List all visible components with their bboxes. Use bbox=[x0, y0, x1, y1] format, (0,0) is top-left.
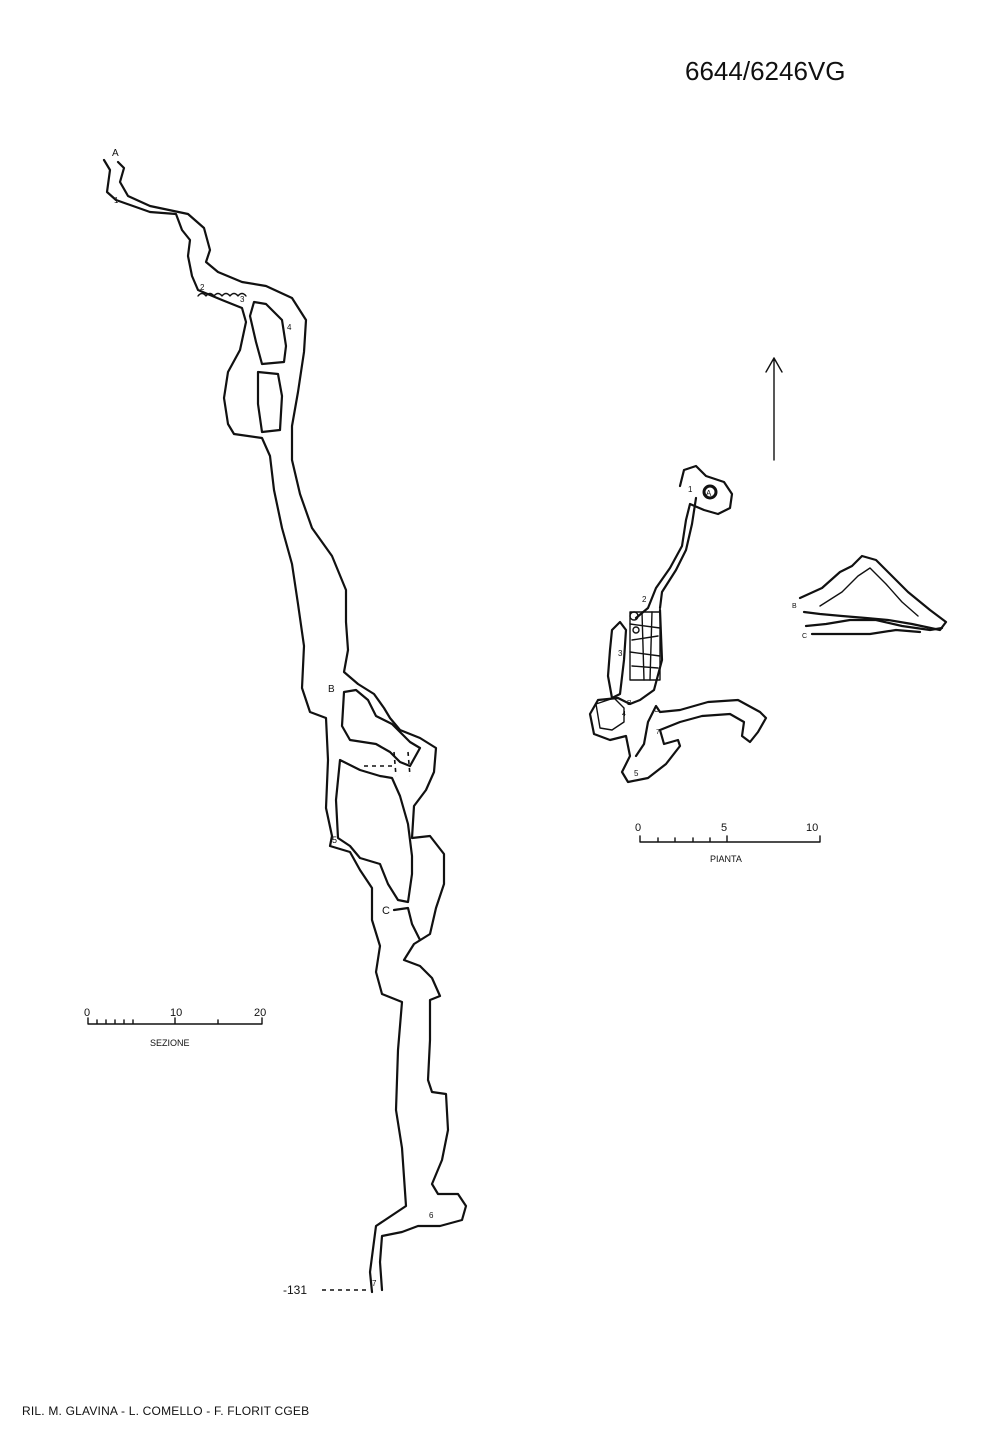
section-station-label: B bbox=[328, 684, 335, 695]
plan-cross-section-b bbox=[798, 554, 948, 632]
section-scale-tick: 20 bbox=[254, 1007, 266, 1019]
section-inner-island-lower bbox=[334, 758, 414, 904]
survey-credits: RIL. M. GLAVINA - L. COMELLO - F. FLORIT… bbox=[22, 1404, 310, 1418]
section-station-label: 2 bbox=[200, 283, 205, 292]
section-station-label: 5 bbox=[332, 835, 337, 845]
survey-code: 6644/6246VG bbox=[685, 56, 846, 86]
section-left-wall bbox=[102, 158, 408, 1294]
plan-scale-title: PIANTA bbox=[710, 854, 742, 864]
section-profile bbox=[102, 158, 468, 1294]
section-pillar-middle bbox=[256, 370, 284, 434]
section-inner-island-upper bbox=[340, 688, 422, 768]
plan-station-label: A bbox=[706, 489, 712, 498]
section-breakdown-floor bbox=[197, 292, 247, 297]
plan-station-label: C bbox=[654, 707, 659, 714]
plan-scale-tick: 0 bbox=[635, 822, 641, 834]
plan-left-passage bbox=[606, 620, 628, 700]
section-scale-tick: 10 bbox=[170, 1007, 182, 1019]
plan-station-label: 7 bbox=[656, 729, 660, 736]
plan-view bbox=[588, 464, 948, 784]
north-arrow-icon bbox=[765, 357, 783, 461]
plan-scale-bar bbox=[639, 835, 821, 843]
section-pillar-upper bbox=[248, 300, 288, 366]
plan-cross-section-label: B bbox=[792, 603, 797, 610]
plan-scale-tick: 5 bbox=[721, 822, 727, 834]
plan-station-label: B bbox=[627, 700, 632, 707]
plan-cross-section-inner bbox=[819, 567, 919, 617]
section-dashed-passage bbox=[364, 751, 411, 777]
plan-station-label: 2 bbox=[642, 595, 647, 604]
plan-station-label: 1 bbox=[688, 485, 693, 494]
plan-lower-chamber bbox=[588, 608, 768, 784]
section-scale-title: SEZIONE bbox=[150, 1038, 190, 1048]
plan-station-label: 3 bbox=[618, 649, 623, 658]
section-station-label: 1 bbox=[114, 196, 119, 205]
depth-label: -131 bbox=[283, 1283, 307, 1297]
section-bottom-passage bbox=[392, 906, 422, 942]
plan-sump-outline bbox=[595, 697, 625, 731]
plan-cross-section-label: C bbox=[802, 633, 807, 640]
section-station-label: C bbox=[382, 905, 390, 917]
plan-passage-right bbox=[658, 496, 698, 610]
plan-entrance-chamber bbox=[634, 464, 734, 620]
plan-entrance-shaft bbox=[702, 484, 718, 500]
section-station-label: 4 bbox=[287, 323, 292, 332]
plan-scale-tick: 10 bbox=[806, 822, 818, 834]
section-station-label: 6 bbox=[429, 1211, 434, 1220]
section-station-label: 3 bbox=[240, 295, 245, 304]
plan-station-label: 4 bbox=[622, 711, 626, 718]
plan-station-label: 5 bbox=[634, 769, 639, 778]
section-station-label: 7 bbox=[372, 1279, 377, 1288]
plan-cross-section-c bbox=[804, 618, 944, 636]
section-right-wall bbox=[116, 160, 468, 1292]
section-scale-bar bbox=[87, 1017, 263, 1025]
plan-boulder-choke bbox=[629, 611, 661, 681]
section-scale-tick: 0 bbox=[84, 1007, 90, 1019]
section-station-label: A bbox=[112, 148, 119, 159]
